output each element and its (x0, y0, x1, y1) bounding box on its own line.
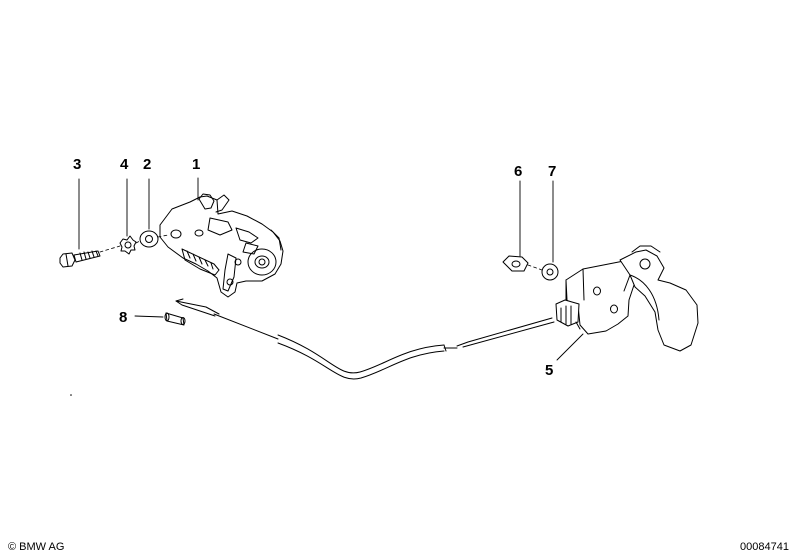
leader-5 (556, 333, 584, 361)
callout-5: 5 (545, 362, 553, 379)
callout-3: 3 (73, 156, 81, 173)
cable-end-part (164, 312, 186, 326)
document-number: 00084741 (740, 541, 789, 553)
washer-part (139, 230, 159, 248)
washer-part-7 (541, 263, 559, 281)
callout-4: 4 (120, 156, 129, 173)
release-cable (175, 298, 555, 380)
hood-lock-part (159, 193, 284, 298)
callout-8: 8 (119, 309, 127, 326)
callout-1: 1 (192, 156, 200, 173)
callout-leaders (78, 177, 584, 361)
callout-2: 2 (143, 156, 151, 173)
bolt-part (59, 250, 101, 268)
lock-washer-part (119, 235, 137, 255)
callout-6: 6 (514, 163, 522, 180)
release-lever-part (555, 245, 699, 352)
assembly-axis-lines (99, 234, 543, 271)
nut-part (502, 255, 529, 272)
copyright-text: © BMW AG (8, 541, 65, 553)
leader-8 (134, 315, 164, 318)
callout-7: 7 (548, 163, 556, 180)
